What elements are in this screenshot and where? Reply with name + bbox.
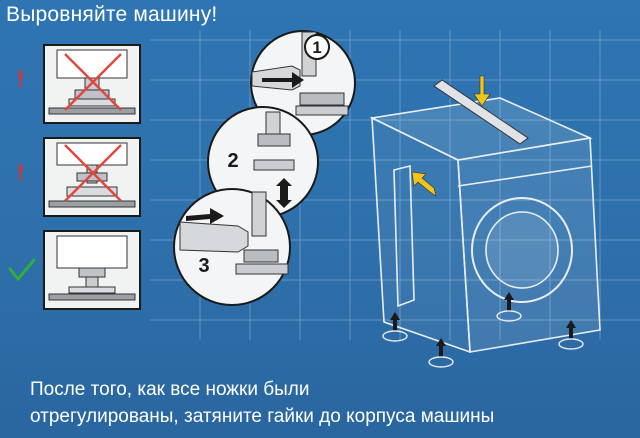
cross-icon — [64, 144, 122, 202]
wrong-adjustment-panel-1 — [43, 44, 141, 124]
wrong-adjustment-panel-2 — [43, 137, 141, 217]
arrow-icon — [186, 208, 224, 224]
caption-line-2: отрегулированы, затяните гайки до корпус… — [30, 406, 495, 427]
step-number-1: 1 — [312, 38, 321, 57]
spirit-level-icon — [433, 79, 529, 145]
arrow-icon — [276, 178, 292, 208]
arrow-icon — [473, 75, 491, 107]
step-number-2: 2 — [227, 150, 238, 172]
page-title: Выровняйте машину! — [6, 3, 218, 26]
check-icon — [8, 258, 36, 282]
arrow-icon — [262, 72, 304, 88]
caption-line-1: После того, как все ножки были — [30, 379, 310, 400]
cross-icon — [64, 53, 122, 111]
warning-icon: ! — [17, 66, 25, 91]
arrow-icon — [390, 292, 576, 358]
correct-adjustment-panel — [43, 230, 141, 310]
wrench-icon — [179, 221, 249, 253]
step-number-3: 3 — [198, 255, 209, 277]
step-3-circle: 3 — [173, 188, 291, 306]
warning-icon: ! — [17, 160, 25, 185]
caption: После того, как все ножки были отрегулир… — [30, 376, 630, 430]
arrow-icon — [411, 171, 437, 197]
